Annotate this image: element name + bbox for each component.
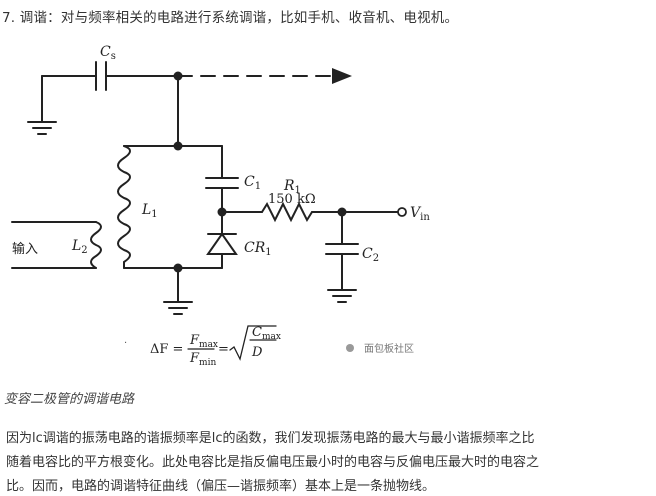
label-c2: C2	[362, 246, 379, 264]
ground-symbol-c2	[327, 289, 357, 303]
label-input: 输入	[12, 241, 38, 257]
formula-numerator: Fmax	[189, 333, 218, 350]
label-r1-value: 150 kΩ	[268, 192, 316, 207]
ground-symbol-left	[27, 121, 57, 135]
formula-root-denominator: D	[251, 345, 263, 360]
label-l1: L1	[141, 202, 158, 220]
capacitor-c2	[325, 243, 359, 255]
formula-root-numerator: Cmax	[252, 325, 281, 342]
diode-cr1	[206, 232, 238, 255]
label-c1: C1	[244, 174, 261, 192]
junction-dot-c1	[217, 207, 227, 217]
capacitor-c1	[205, 177, 239, 189]
tuning-circuit-diagram: Cs C1 R1 150 kΩ Vin L1 L2 CR1 C2 输入 ΔF =…	[11, 44, 430, 368]
figure-caption: 变容二极管的调谐电路	[4, 392, 135, 407]
formula-dot: ·	[124, 338, 127, 349]
junction-dot-left-bottom	[173, 263, 183, 273]
paragraph-line-2: 随着电容比的平方根变化。此处电容比是指反偏电压最小时的电容与反偏电压最大时的电容…	[6, 455, 540, 470]
watermark-text: 面包板社区	[364, 342, 414, 355]
capacitor-cs	[95, 61, 107, 91]
label-l2: L2	[71, 238, 88, 256]
formula-lhs: ΔF =	[150, 342, 183, 357]
sqrt-sign	[229, 325, 277, 361]
ground-symbol-main	[163, 301, 193, 315]
output-arrowhead	[332, 68, 352, 84]
resistor-r1	[261, 201, 313, 223]
junction-dot-top	[173, 71, 183, 81]
inductor-l1	[117, 145, 131, 269]
paragraph-line-3: 比。因而，电路的调谐特征曲线（偏压—谐振频率）基本上是一条抛物线。	[6, 479, 436, 494]
formula-equals: =	[218, 342, 229, 357]
watermark-icon	[346, 344, 354, 352]
inductor-l2	[90, 221, 102, 269]
formula-denominator: Fmin	[189, 351, 216, 368]
vin-terminal	[397, 207, 407, 217]
label-cs: Cs	[100, 44, 116, 62]
junction-dot-c2	[337, 207, 347, 217]
junction-dot-left-top	[173, 141, 183, 151]
label-vin: Vin	[410, 205, 430, 223]
section-heading: 7. 调谐：对与频率相关的电路进行系统调谐，比如手机、收音机、电视机。	[2, 10, 459, 26]
label-r1: R1	[283, 178, 301, 196]
label-cr1: CR1	[244, 240, 272, 258]
paragraph-line-1: 因为lc调谐的振荡电路的谐振频率是lc的函数，我们发现振荡电路的最大与最小谐振频…	[6, 431, 535, 446]
